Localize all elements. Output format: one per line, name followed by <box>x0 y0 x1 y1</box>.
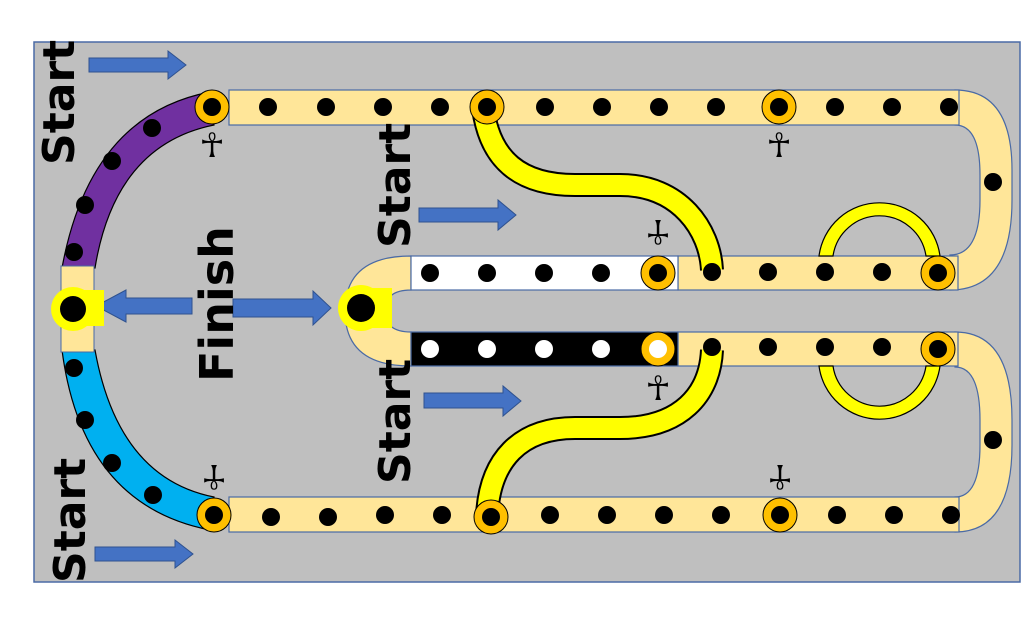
arrow-left-icon <box>94 289 193 323</box>
ankh-icon: ☥ <box>766 126 791 166</box>
board-background <box>33 41 1021 583</box>
track-space <box>205 506 223 524</box>
start-label-bottom-left: Start <box>45 458 96 583</box>
track-space <box>592 264 610 282</box>
track-space <box>707 98 725 116</box>
track-space <box>771 506 789 524</box>
track-space <box>816 338 834 356</box>
track-space <box>482 508 500 526</box>
track-space <box>103 454 121 472</box>
finish-label: Finish <box>190 226 244 382</box>
ankh-icon: ☥ <box>201 456 226 496</box>
track-space <box>649 264 667 282</box>
omega-finish-icon <box>51 287 104 331</box>
track-space <box>593 98 611 116</box>
track-space <box>259 98 277 116</box>
track-space <box>770 98 788 116</box>
track-top-right-turn <box>949 89 1013 291</box>
arrow-right-icon <box>423 384 522 418</box>
track-space <box>65 243 83 261</box>
track-space <box>598 506 616 524</box>
track-space <box>103 152 121 170</box>
track-space <box>421 264 439 282</box>
track-space <box>319 508 337 526</box>
track-space-white <box>421 340 439 358</box>
track-space <box>317 98 335 116</box>
track-space <box>883 98 901 116</box>
track-space <box>655 506 673 524</box>
start-label-center-bottom: Start <box>370 359 421 484</box>
track-space <box>262 508 280 526</box>
track-space <box>712 506 730 524</box>
track-space <box>478 98 496 116</box>
track-space <box>144 486 162 504</box>
ankh-icon: ☥ <box>645 369 670 409</box>
track-space <box>885 506 903 524</box>
track-space <box>541 506 559 524</box>
ankh-icon: ☥ <box>199 126 224 166</box>
ankh-icon: ☥ <box>767 456 792 496</box>
ankh-icon: ☥ <box>645 211 670 251</box>
track-space <box>143 119 161 137</box>
track-middle-upper <box>677 255 959 291</box>
track-space <box>826 98 844 116</box>
track-space <box>65 359 83 377</box>
track-space <box>76 196 94 214</box>
track-bottom-row <box>228 496 960 533</box>
track-space <box>929 264 947 282</box>
track-space <box>816 263 834 281</box>
track-space <box>535 264 553 282</box>
track-space <box>203 98 221 116</box>
track-space <box>650 98 668 116</box>
track-space-white <box>535 340 553 358</box>
track-space-white <box>592 340 610 358</box>
track-space <box>703 263 721 281</box>
track-space <box>984 173 1002 191</box>
arrow-right-icon <box>88 49 187 81</box>
track-space <box>76 411 94 429</box>
omega-finish-icon <box>338 285 392 331</box>
track-space-white <box>649 340 667 358</box>
track-space <box>376 506 394 524</box>
track-bottom-right-turn <box>954 331 1013 533</box>
track-space <box>940 98 958 116</box>
track-space <box>759 338 777 356</box>
track-space <box>536 98 554 116</box>
arrow-right-icon <box>232 289 332 327</box>
track-space <box>942 506 960 524</box>
track-space <box>433 506 451 524</box>
track-space <box>478 264 496 282</box>
track-space <box>828 506 846 524</box>
track-space <box>984 431 1002 449</box>
start-label-center-top: Start <box>370 123 421 248</box>
track-space-white <box>478 340 496 358</box>
track-space <box>374 98 392 116</box>
arrow-right-icon <box>94 538 194 570</box>
track-space <box>703 338 721 356</box>
track-space <box>873 263 891 281</box>
start-label-top-left: Start <box>34 40 85 165</box>
arrow-right-icon <box>418 198 517 232</box>
track-space <box>929 340 947 358</box>
track-space <box>431 98 449 116</box>
track-space <box>759 263 777 281</box>
track-space <box>873 338 891 356</box>
